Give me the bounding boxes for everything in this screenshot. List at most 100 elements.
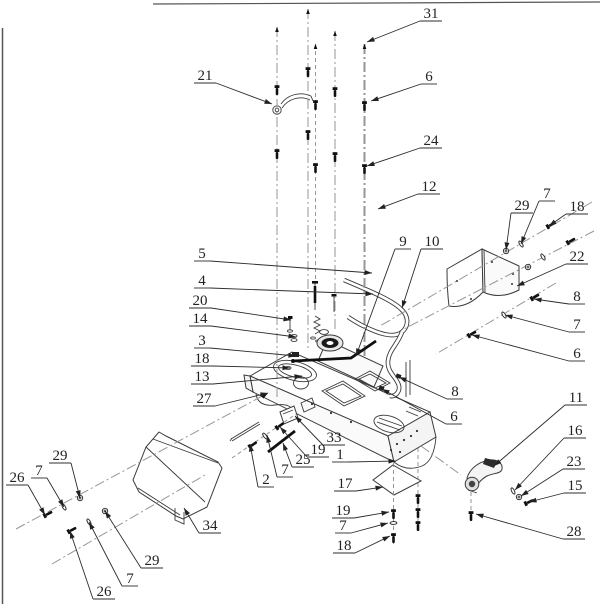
svg-text:10: 10 xyxy=(425,234,440,250)
spindle-hardware xyxy=(284,281,337,370)
part-label-14: 14 xyxy=(189,311,297,339)
handle-tube-part-10 xyxy=(343,277,410,399)
part-label-22: 22 xyxy=(516,249,588,287)
part-label-23: 23 xyxy=(520,454,585,497)
cable-guide-part-21 xyxy=(272,93,314,115)
svg-text:17: 17 xyxy=(338,476,354,492)
part-label-7: 7 xyxy=(266,434,293,478)
svg-text:21: 21 xyxy=(198,68,213,84)
svg-text:9: 9 xyxy=(399,234,407,250)
part-label-7: 7 xyxy=(335,518,389,534)
svg-text:6: 6 xyxy=(450,409,458,425)
svg-text:25: 25 xyxy=(296,452,311,468)
svg-text:7: 7 xyxy=(543,186,551,202)
part-label-8: 8 xyxy=(533,289,585,305)
part-label-1: 1 xyxy=(332,447,397,464)
blade-bar-part-25 xyxy=(267,429,296,454)
part-label-28: 28 xyxy=(475,513,585,540)
svg-text:22: 22 xyxy=(570,249,585,265)
part-label-6: 6 xyxy=(381,388,462,425)
deck-body-part-1 xyxy=(243,339,437,469)
part-label-6: 6 xyxy=(370,69,437,102)
svg-text:19: 19 xyxy=(311,442,326,458)
part-label-27: 27 xyxy=(193,391,269,407)
discharge-chute-part-34 xyxy=(132,431,223,525)
part-label-3: 3 xyxy=(194,333,297,358)
part-label-29: 29 xyxy=(104,510,163,569)
part-label-29: 29 xyxy=(49,448,81,499)
svg-text:7: 7 xyxy=(35,463,43,479)
part-label-19: 19 xyxy=(279,426,329,458)
svg-text:12: 12 xyxy=(422,179,437,195)
part-label-29: 29 xyxy=(504,198,533,251)
svg-text:2: 2 xyxy=(262,472,270,488)
part-label-18: 18 xyxy=(333,535,391,554)
part-label-34: 34 xyxy=(183,507,221,534)
svg-text:7: 7 xyxy=(339,518,347,534)
part-label-8: 8 xyxy=(398,376,463,400)
part-label-26: 26 xyxy=(6,470,46,516)
link-rod-part-2 xyxy=(229,421,261,442)
svg-text:20: 20 xyxy=(193,293,208,309)
svg-text:5: 5 xyxy=(198,246,206,262)
svg-text:24: 24 xyxy=(424,133,440,149)
svg-text:29: 29 xyxy=(145,553,160,569)
part-label-10: 10 xyxy=(401,234,443,309)
part-label-18: 18 xyxy=(548,199,588,227)
part-label-4: 4 xyxy=(194,273,374,297)
svg-text:15: 15 xyxy=(568,478,583,494)
part-label-25: 25 xyxy=(282,442,314,468)
part-label-20: 20 xyxy=(189,293,292,322)
part-label-21: 21 xyxy=(194,68,273,105)
part-label-7: 7 xyxy=(88,521,138,587)
part-label-7: 7 xyxy=(31,463,65,508)
svg-text:29: 29 xyxy=(53,448,68,464)
svg-text:18: 18 xyxy=(337,538,352,554)
part-label-5: 5 xyxy=(194,246,373,275)
part-label-7: 7 xyxy=(520,186,555,245)
part-label-33: 33 xyxy=(294,415,345,446)
svg-text:16: 16 xyxy=(568,423,584,439)
svg-text:6: 6 xyxy=(425,69,433,85)
part-label-31: 31 xyxy=(366,6,442,43)
svg-text:29: 29 xyxy=(515,198,530,214)
svg-text:14: 14 xyxy=(193,311,209,327)
part-label-26: 26 xyxy=(69,530,115,600)
svg-text:4: 4 xyxy=(198,273,206,289)
svg-text:7: 7 xyxy=(573,317,581,333)
part-label-18: 18 xyxy=(191,351,291,371)
svg-text:34: 34 xyxy=(203,518,219,534)
pulley-assembly-part-9 xyxy=(291,334,377,363)
svg-text:1: 1 xyxy=(336,447,344,463)
part-label-7: 7 xyxy=(504,314,585,333)
svg-text:6: 6 xyxy=(573,346,581,362)
belt-cover-part-22 xyxy=(446,248,520,307)
part-label-12: 12 xyxy=(377,179,440,210)
part-label-11: 11 xyxy=(493,390,587,467)
svg-text:28: 28 xyxy=(567,524,582,540)
svg-text:19: 19 xyxy=(336,503,351,519)
part-label-15: 15 xyxy=(528,478,586,503)
part-label-6: 6 xyxy=(471,334,585,362)
svg-text:3: 3 xyxy=(198,333,206,349)
mount-flap-part-33 xyxy=(279,405,299,425)
part-label-13: 13 xyxy=(191,369,303,385)
svg-text:11: 11 xyxy=(569,390,583,406)
part-label-24: 24 xyxy=(366,133,442,167)
part-label-16: 16 xyxy=(514,423,586,491)
svg-text:18: 18 xyxy=(570,199,585,215)
svg-text:7: 7 xyxy=(281,462,289,478)
part-label-2: 2 xyxy=(248,443,274,488)
svg-text:8: 8 xyxy=(573,289,581,305)
svg-text:13: 13 xyxy=(195,369,210,385)
centerlines xyxy=(15,8,595,565)
support-bracket-part-11 xyxy=(464,458,503,494)
svg-text:26: 26 xyxy=(10,470,26,486)
part-label-17: 17 xyxy=(334,476,384,492)
svg-text:33: 33 xyxy=(327,430,342,446)
svg-text:31: 31 xyxy=(424,6,439,22)
